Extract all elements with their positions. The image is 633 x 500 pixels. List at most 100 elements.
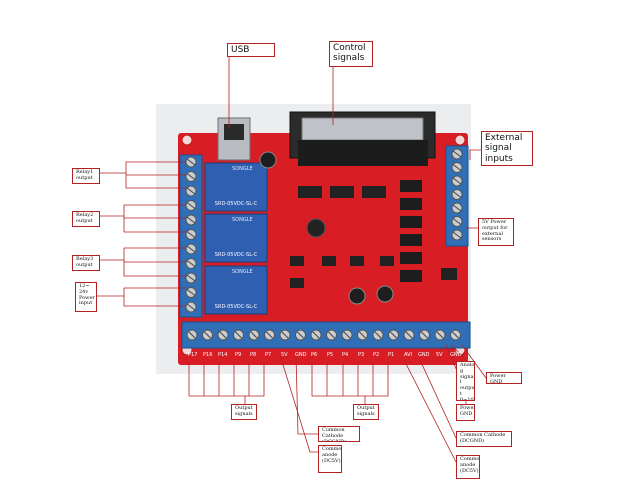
- screw-slot: [186, 231, 196, 238]
- screw-slot: [186, 260, 196, 267]
- optocoupler: [400, 180, 422, 192]
- pin-label: P16: [203, 352, 213, 358]
- screw-slot: [188, 331, 196, 339]
- screw-slot: [281, 331, 289, 339]
- output-signals-right-callout: Output signals: [353, 404, 379, 420]
- screw-slot: [186, 274, 196, 282]
- inductor: [306, 218, 326, 238]
- relay3-output-callout: Relay3 output: [72, 255, 100, 271]
- bottom-terminal-screws: [186, 329, 461, 341]
- pin-label: 5V: [281, 352, 288, 358]
- external-signal-inputs-callout: External signal inputs: [481, 131, 533, 166]
- usb-power-callout: USB power: [227, 43, 275, 57]
- usb-port: [224, 124, 244, 140]
- screw-slot: [359, 331, 366, 339]
- common-anode-right-callout: Common anode (DC5V): [456, 455, 480, 479]
- pin-label: 5V: [436, 352, 443, 358]
- screw-slot: [452, 191, 462, 198]
- relay-3-brand: SONGLE: [232, 269, 253, 275]
- logic-ic: [362, 186, 386, 198]
- integrated-circuits: [290, 180, 457, 288]
- screw-slot: [235, 331, 242, 339]
- leader-line: [97, 287, 186, 297]
- pin-label: P5: [327, 352, 334, 358]
- pin-label: AVI: [404, 352, 412, 358]
- screw-slot: [374, 331, 382, 339]
- sensor-power-callout: 5V Power output for external sensors: [478, 218, 514, 246]
- small-ic: [290, 256, 304, 266]
- leader-line: [100, 204, 186, 217]
- screw-slot: [328, 331, 335, 339]
- small-ic: [380, 256, 394, 266]
- optocoupler: [400, 198, 422, 210]
- leader-line: [403, 359, 457, 463]
- screw-slot: [312, 331, 320, 339]
- screw-slot: [186, 289, 196, 296]
- screw-slot: [390, 331, 397, 339]
- leader-line: [451, 344, 467, 362]
- common-cathode-right-callout: Common Cathode (DCGND): [456, 431, 512, 447]
- screw-slot: [297, 331, 304, 339]
- relay-2-model: SRD-05VDC-SL-C: [214, 252, 258, 258]
- logic-ic: [298, 186, 322, 198]
- screw-slot: [266, 331, 273, 339]
- screw-slot: [405, 331, 413, 339]
- screw-slot: [186, 173, 196, 180]
- screw-slot: [186, 187, 196, 195]
- control-signals-callout: Control signals: [329, 41, 373, 67]
- screw-slot: [421, 331, 428, 339]
- leader-line: [123, 260, 186, 277]
- optocoupler: [400, 252, 422, 264]
- pin-label: P8: [250, 352, 257, 358]
- leader-line: [419, 359, 457, 439]
- screw-slot: [452, 204, 462, 212]
- screw-slot: [452, 177, 462, 185]
- relay1-output-callout: Relay1 output: [72, 168, 100, 184]
- relay-3-model: SRD-05VDC-SL-C: [214, 304, 258, 310]
- leader-line: [295, 354, 318, 435]
- screw-slot: [186, 202, 196, 209]
- relay2-output-callout: Relay2 output: [72, 211, 100, 227]
- leader-line: [100, 161, 186, 174]
- pin-label: P17: [188, 352, 198, 358]
- leader-line: [123, 296, 186, 307]
- screw-slot: [452, 218, 462, 225]
- relay-1: [204, 162, 268, 212]
- screw-slot: [219, 331, 227, 339]
- db25-shell: [301, 117, 424, 141]
- pin-label: GND: [295, 352, 307, 358]
- power-input-callout: 12~ 24v Power input: [75, 282, 97, 312]
- screw-slot: [436, 331, 444, 339]
- screw-slot: [343, 331, 351, 339]
- mount-hole: [181, 134, 193, 146]
- mount-hole: [454, 134, 466, 146]
- optocoupler: [400, 216, 422, 228]
- pin-label: P4: [342, 352, 349, 358]
- common-cathode-left-callout: Common Cathode (DCGND): [318, 426, 360, 442]
- pin-label: P2: [373, 352, 380, 358]
- leader-line: [469, 149, 481, 160]
- relay-3: [204, 265, 268, 315]
- screw-slot: [452, 331, 459, 339]
- screw-slot: [204, 331, 211, 339]
- power-gnd-small-callout: Power GND: [456, 404, 475, 421]
- logic-ic: [330, 186, 354, 198]
- screw-slot: [452, 164, 462, 171]
- output-signals-left-callout: Output signals: [231, 404, 257, 420]
- screw-slot: [452, 231, 462, 239]
- leader-line: [279, 354, 318, 453]
- small-ic: [350, 256, 364, 266]
- small-ic: [290, 278, 304, 288]
- leader-line: [188, 362, 265, 397]
- capacitor: [259, 151, 277, 169]
- leader-line: [311, 362, 389, 397]
- db25-base: [298, 140, 428, 166]
- power-gnd-callout: Power GND: [486, 372, 522, 384]
- screw-slot: [250, 331, 258, 339]
- pin-label: P14: [218, 352, 228, 358]
- pin-label: GND: [450, 352, 462, 358]
- screw-slot: [452, 150, 462, 158]
- small-ic: [441, 268, 457, 280]
